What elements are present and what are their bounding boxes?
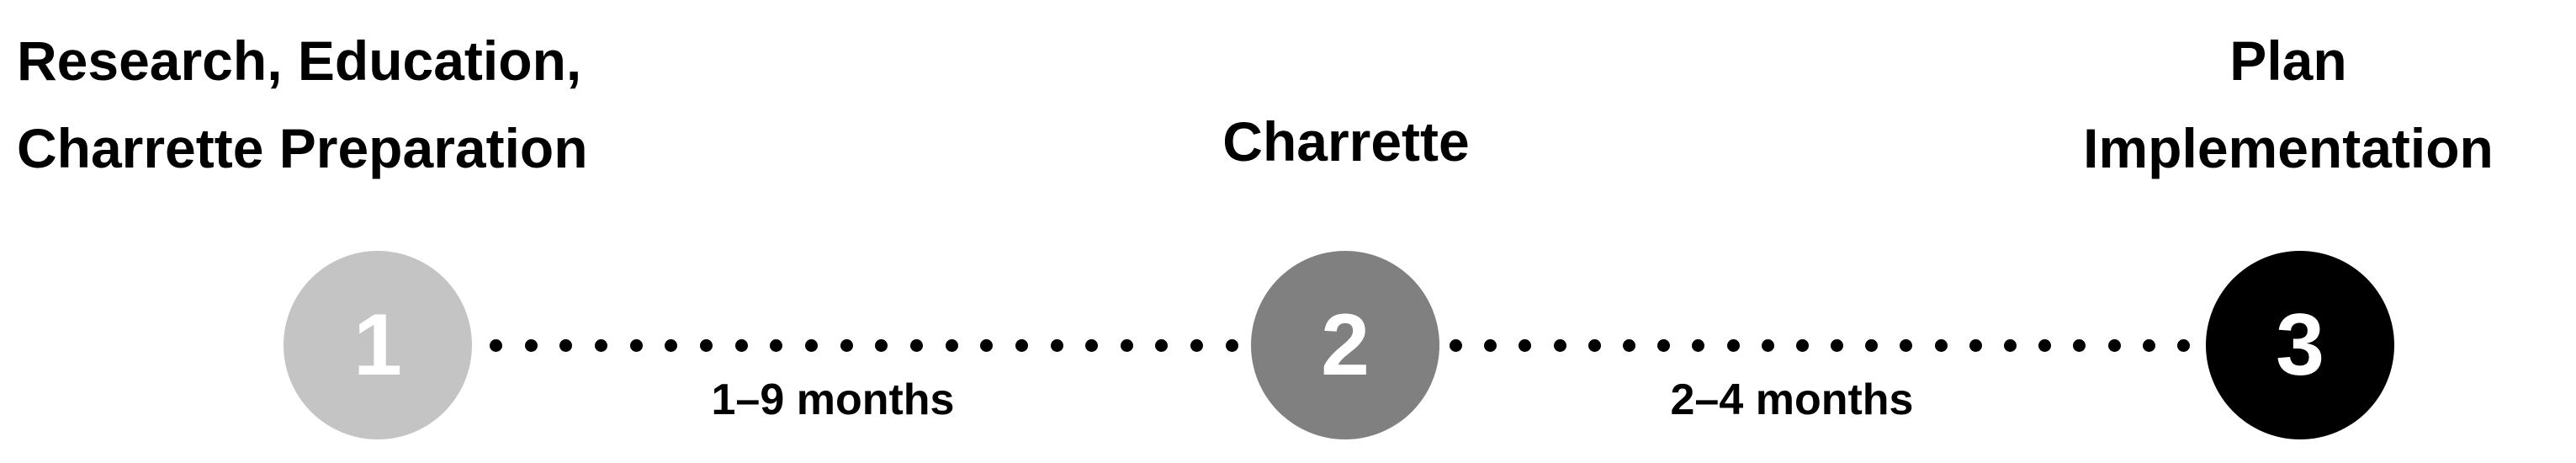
- connector-dot: [524, 338, 538, 352]
- connector-dot: [1900, 338, 1913, 352]
- connector-dot: [945, 338, 958, 352]
- connector-dot: [734, 338, 748, 352]
- stage-2-circle: 2: [1251, 251, 1439, 439]
- connector-dot: [594, 338, 607, 352]
- connector-dot: [1934, 338, 1948, 352]
- dotted-connector-2-3: [1450, 338, 2190, 352]
- stage-1-title-line-2: Charrette Preparation: [17, 117, 588, 179]
- connector-dot: [1120, 338, 1133, 352]
- connector-dot: [1484, 338, 1497, 352]
- connector-dot: [1190, 338, 1204, 352]
- connector-dot: [804, 338, 818, 352]
- connector-dot: [770, 338, 783, 352]
- stage-1-title: Research, Education, Charrette Preparati…: [17, 17, 588, 192]
- connector-dot: [1587, 338, 1601, 352]
- connector-dot: [875, 338, 888, 352]
- connector-dot: [1085, 338, 1099, 352]
- connector-dot: [665, 338, 678, 352]
- connector-dot: [909, 338, 923, 352]
- connector-dot: [1865, 338, 1879, 352]
- connector-dot: [2176, 338, 2190, 352]
- stage-3-title: Plan Implementation: [2019, 17, 2557, 192]
- stage-3-title-line-2: Implementation: [2083, 117, 2494, 179]
- connector-dot: [1657, 338, 1671, 352]
- connector-dot: [1726, 338, 1740, 352]
- connector-dot: [1519, 338, 1532, 352]
- stage-3-number: 3: [2276, 296, 2324, 394]
- connector-dot: [1450, 338, 1462, 352]
- connector-dot: [1225, 338, 1238, 352]
- duration-label-2-3: 2–4 months: [1670, 375, 1914, 424]
- stage-1-title-line-1: Research, Education,: [17, 29, 582, 92]
- connector-dot: [2038, 338, 2052, 352]
- connector-dot: [1155, 338, 1169, 352]
- connector-dot: [2073, 338, 2086, 352]
- stage-3-title-line-1: Plan: [2229, 29, 2347, 92]
- connector-dot: [980, 338, 994, 352]
- connector-dot: [2004, 338, 2017, 352]
- connector-dot: [559, 338, 573, 352]
- connector-dot: [1795, 338, 1809, 352]
- stage-2-title: Charrette: [1195, 98, 1497, 185]
- stage-3-circle: 3: [2206, 251, 2394, 439]
- connector-dot: [1761, 338, 1774, 352]
- connector-dot: [1553, 338, 1566, 352]
- stage-1-number: 1: [353, 296, 402, 394]
- stage-2-number: 2: [1321, 296, 1370, 394]
- connector-dot: [629, 338, 643, 352]
- connector-dot: [1622, 338, 1635, 352]
- connector-dot: [2142, 338, 2155, 352]
- connector-dot: [1015, 338, 1028, 352]
- connector-dot: [1050, 338, 1063, 352]
- connector-dot: [1831, 338, 1844, 352]
- dotted-connector-1-2: [490, 338, 1238, 352]
- stage-1-circle: 1: [284, 251, 472, 439]
- connector-dot: [1969, 338, 1982, 352]
- connector-dot: [840, 338, 853, 352]
- connector-dot: [699, 338, 713, 352]
- connector-dot: [1692, 338, 1705, 352]
- connector-dot: [2107, 338, 2121, 352]
- duration-label-1-2: 1–9 months: [711, 375, 955, 424]
- connector-dot: [490, 338, 502, 352]
- stage-2-title-line-1: Charrette: [1222, 110, 1470, 173]
